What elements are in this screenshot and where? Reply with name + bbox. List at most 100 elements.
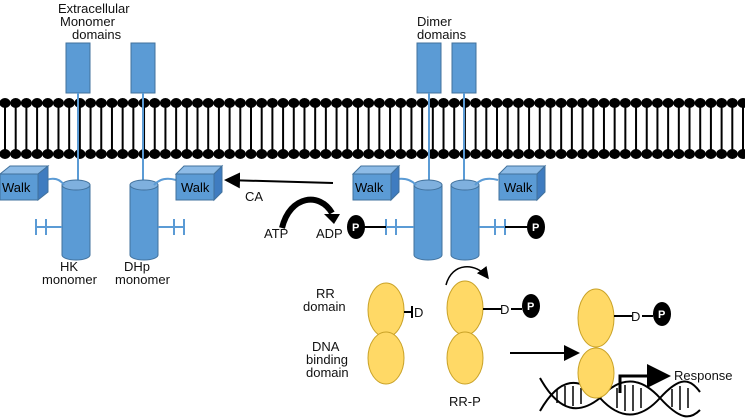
phospho-histidine-right: P: [479, 215, 545, 239]
lipid-head: [705, 98, 717, 108]
lipid-head: [234, 149, 246, 159]
lipid-head: [619, 98, 631, 108]
lipid-head: [544, 98, 556, 108]
lipid-head: [416, 98, 428, 108]
walk-label: Walk: [504, 180, 533, 195]
lipid-head: [726, 98, 738, 108]
dimer-domains-label: domains: [417, 27, 467, 42]
lipid-head: [85, 98, 97, 108]
lipid-head: [405, 98, 417, 108]
lipid-head: [256, 149, 268, 159]
lipid-head: [609, 98, 621, 108]
lipid-head: [298, 149, 310, 159]
lipid-head: [384, 98, 396, 108]
walk-label: Walk: [181, 180, 210, 195]
lipid-head: [737, 149, 745, 159]
lipid-head: [320, 149, 332, 159]
lipid-head: [159, 149, 171, 159]
lipid-head: [726, 149, 738, 159]
lipid-head: [587, 98, 599, 108]
lipid-head: [544, 149, 556, 159]
atp-adp-conversion-arrow: ATP ADP: [264, 196, 343, 241]
hk-monomer-label: monomer: [42, 272, 98, 287]
lipid-head: [74, 149, 86, 159]
lipid-head: [577, 149, 589, 159]
lipid-head: [138, 98, 150, 108]
lipid-head: [619, 149, 631, 159]
dimer-domain-right: [451, 42, 477, 185]
extracellular-label: Extracellular: [58, 1, 130, 16]
walk-domain-dimer-left: Walk: [351, 164, 401, 202]
phosphorylated-response-regulator: D P: [446, 280, 540, 385]
rrp-label: RR-P: [449, 394, 481, 409]
lipid-head: [395, 98, 407, 108]
lipid-head: [373, 149, 385, 159]
lipid-head: [202, 149, 214, 159]
histidine-site-dhp: [158, 219, 185, 235]
monomer-label: Monomer: [60, 14, 116, 29]
lipid-head: [20, 98, 32, 108]
lipid-head: [555, 149, 567, 159]
lipid-head: [117, 149, 129, 159]
lipid-head: [149, 149, 161, 159]
lipid-head: [470, 98, 482, 108]
lipid-head: [523, 98, 535, 108]
lipid-head: [159, 98, 171, 108]
lipid-head: [662, 98, 674, 108]
lipid-head: [74, 98, 86, 108]
lipid-head: [298, 98, 310, 108]
lipid-head: [373, 98, 385, 108]
lipid-head: [106, 98, 118, 108]
walk-domain-dimer-right: Walk: [497, 164, 547, 202]
walk-domain-dhp: Walk: [174, 164, 224, 202]
rr-label: RR: [316, 286, 335, 301]
lipid-head: [42, 98, 54, 108]
lipid-head: [705, 149, 717, 159]
lipid-head: [0, 98, 11, 108]
lipid-head: [31, 149, 43, 159]
lipid-head: [534, 98, 546, 108]
aspartate-label: D: [631, 309, 640, 324]
cell-membrane: [0, 98, 745, 159]
walk-label: Walk: [2, 180, 31, 195]
lipid-head: [224, 149, 236, 159]
adp-label: ADP: [316, 226, 343, 241]
lipid-head: [502, 98, 514, 108]
dimer-label: Dimer: [417, 14, 452, 29]
lipid-head: [555, 98, 567, 108]
lipid-head: [213, 98, 225, 108]
extracellular-monomer-domain-right: [130, 42, 156, 185]
hk-monomer: Walk: [0, 164, 91, 261]
lipid-head: [566, 98, 578, 108]
ca-arrow: CA: [224, 172, 334, 204]
dna-label: DNA: [312, 339, 340, 354]
lipid-head: [384, 149, 396, 159]
lipid-head: [341, 98, 353, 108]
lipid-head: [266, 149, 278, 159]
lipid-head: [673, 98, 685, 108]
lipid-head: [149, 98, 161, 108]
lipid-head: [224, 98, 236, 108]
lipid-head: [117, 98, 129, 108]
lipid-head: [598, 149, 610, 159]
lipid-head: [181, 98, 193, 108]
lipid-head: [630, 98, 642, 108]
phosphotransfer-arrow: [445, 266, 489, 286]
lipid-head: [502, 149, 514, 159]
lipid-head: [202, 98, 214, 108]
lipid-head: [309, 149, 321, 159]
lipid-head: [20, 149, 32, 159]
lipid-head: [106, 149, 118, 159]
lipid-head: [0, 149, 11, 159]
lipid-head: [277, 98, 289, 108]
lipid-head: [641, 149, 653, 159]
monomer-domains-label: domains: [72, 27, 122, 42]
lipid-head: [138, 149, 150, 159]
lipid-head: [352, 149, 364, 159]
lipid-head: [480, 149, 492, 159]
dna-domain-label: domain: [306, 365, 349, 380]
lipid-head: [288, 98, 300, 108]
aspartate-label: D: [414, 305, 423, 320]
lipid-head: [641, 98, 653, 108]
lipid-head: [587, 149, 599, 159]
